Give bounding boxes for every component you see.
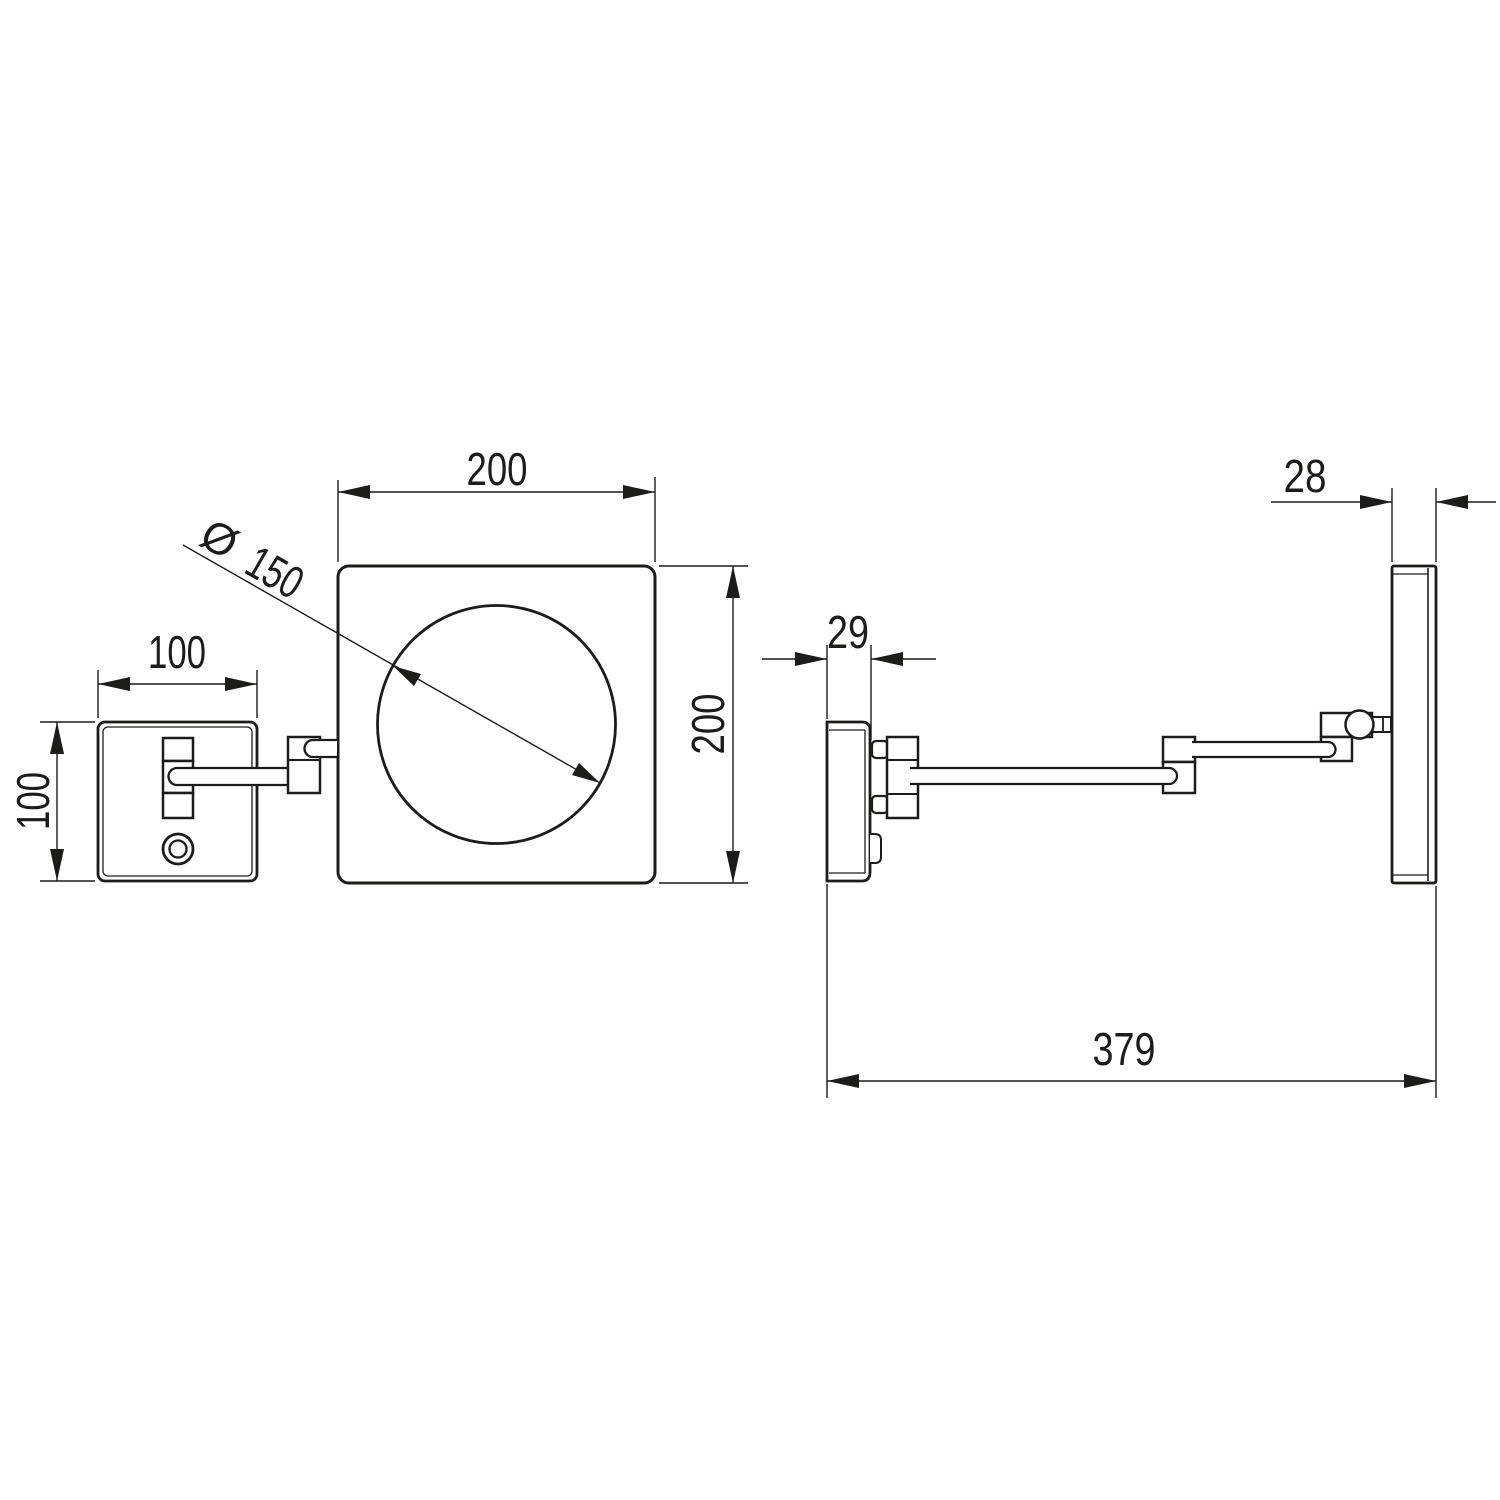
upper-arm [1192,740,1337,759]
dim-mirror-height: 200 [659,565,748,884]
dim-mirror-depth: 28 [1271,450,1496,562]
hinge-pin-bottom [870,794,890,815]
front-view: Ø 150 [96,510,657,885]
hinge-bracket-upper [161,736,195,763]
dim-label-plate-depth: 29 [827,606,869,658]
dim-plate-depth: 29 [762,606,936,740]
switch-profile [870,833,882,864]
diameter-leader-line [182,544,601,784]
ball-joint [1344,709,1375,740]
dim-label-mirror-height: 200 [682,694,734,755]
mirror-panel-profile [1390,564,1438,885]
dimension-annotations: 200 200 100 100 [7,443,1496,1098]
arm-stub-front [303,738,337,759]
arrowhead [871,652,903,666]
dim-label-mirror-depth: 28 [1284,450,1327,502]
dim-label-plate-width: 100 [148,626,206,678]
light-switch-inner [168,839,188,859]
arrowhead [98,677,130,691]
wall-plate-inner-edge [102,726,253,877]
arm-front [167,766,300,787]
hinge-bracket-lower [161,791,195,820]
dim-label-plate-height: 100 [7,772,59,830]
arrowhead [1360,495,1392,509]
wall-bracket-profile [885,735,920,820]
side-view [825,564,1438,885]
dim-reach: 379 [826,884,1437,1098]
mirror-stem [1371,716,1392,733]
hinge-pin-top [870,739,890,760]
dim-plate-width: 100 [97,626,258,718]
lower-arm [910,766,1179,786]
arrowhead [795,652,827,666]
arrowhead [726,566,740,598]
arrowhead [393,666,421,686]
arrowhead [50,722,64,754]
dim-plate-height: 100 [7,721,95,882]
elbow-upper-block [1161,735,1197,764]
arrowhead [1404,1074,1436,1088]
arrowhead [572,763,600,783]
dim-label-reach: 379 [1093,1023,1156,1075]
wall-plate-profile [825,720,872,883]
arrowhead [50,849,64,881]
arrowhead [338,485,370,499]
dim-label-mirror-width: 200 [467,443,528,495]
dim-mirror-width: 200 [337,443,656,562]
mirror-glass-circle [376,604,617,845]
dim-label-glass-diameter: 150 [237,535,312,609]
arrowhead [726,851,740,883]
arrowhead [827,1074,859,1088]
arrowhead [1436,495,1468,509]
arrowhead [225,677,257,691]
diameter-symbol: Ø [192,510,246,570]
arrowhead [623,485,655,499]
